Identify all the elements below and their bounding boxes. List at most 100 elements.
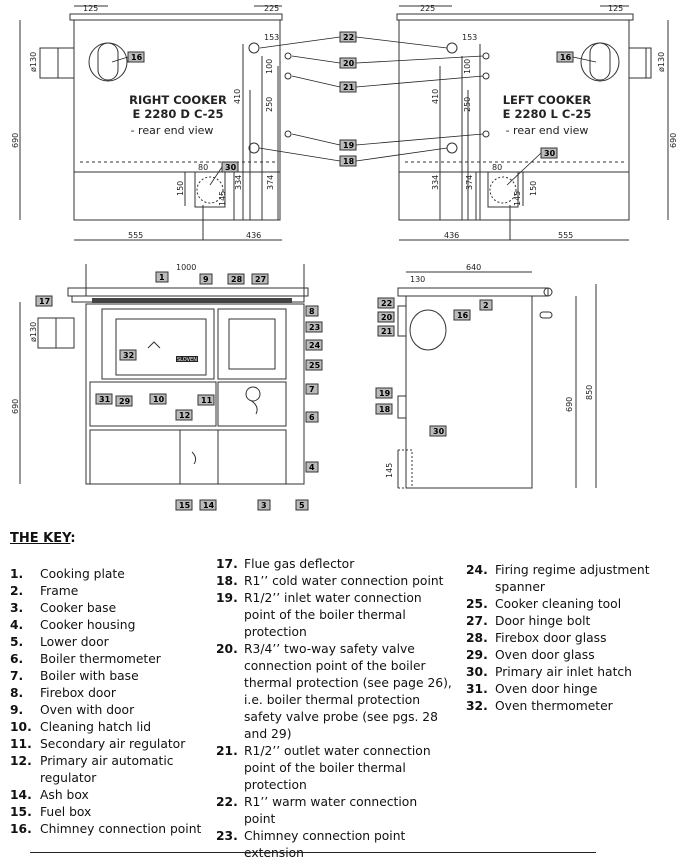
dim-label: 225 <box>420 4 435 13</box>
callout: 17 <box>35 295 53 307</box>
key-item: 27. Door hinge bolt <box>466 613 676 630</box>
key-item-text: Lower door <box>40 635 109 649</box>
callout: 2 <box>479 299 493 311</box>
key-item-text: Cooker housing <box>40 618 136 632</box>
dim-label: 250 <box>265 97 274 112</box>
callout: 12 <box>175 409 193 421</box>
key-item-number: 11. <box>10 737 32 751</box>
key-item: 4.Cooker housing <box>10 617 210 634</box>
dim-label: 125 <box>608 4 623 13</box>
callout: 31 <box>95 393 113 405</box>
key-item-number: 20. <box>216 642 238 656</box>
svg-text:6: 6 <box>309 413 315 422</box>
callout: 30 <box>540 147 558 159</box>
svg-text:7: 7 <box>309 385 315 394</box>
svg-text:12: 12 <box>179 411 190 420</box>
key-item: 14.Ash box <box>10 787 210 804</box>
key-item: 6. Boiler thermometer <box>10 651 210 668</box>
svg-text:21: 21 <box>343 83 355 92</box>
svg-text:15: 15 <box>179 501 191 510</box>
key-item-text: Chimney connection point extension <box>244 829 406 860</box>
dim-label: 374 <box>266 175 275 190</box>
view-model: E 2280 L C-25 <box>503 107 592 121</box>
dim-label: 690 <box>11 399 20 414</box>
side-view-callouts: 2 22 20 21 16 19 18 30 <box>375 297 493 437</box>
key-item: 11.Secondary air regulator <box>10 736 210 753</box>
svg-text:14: 14 <box>203 501 215 510</box>
key-item-text: Oven thermometer <box>495 699 613 713</box>
key-item: 22.R1’’ warm water connection point <box>216 794 452 828</box>
key-item: 1.Cooking plate <box>10 566 210 583</box>
key-item-number: 6. <box>10 652 24 666</box>
svg-text:22: 22 <box>343 33 354 42</box>
callout: 27 <box>251 273 269 285</box>
key-item: 18.R1’’ cold water connection point <box>216 573 452 590</box>
dim-label: 130 <box>410 275 425 284</box>
dim-label: 153 <box>462 33 477 42</box>
key-item-number: 25. <box>466 597 488 611</box>
key-item: 10.Cleaning hatch lid <box>10 719 210 736</box>
dim-label: 850 <box>585 385 594 400</box>
callout: 1 <box>155 271 169 283</box>
bottom-divider <box>30 852 596 853</box>
key-item: 25. Cooker cleaning tool <box>466 596 676 613</box>
callout: 9 <box>199 273 213 285</box>
callout: 21 <box>339 81 357 93</box>
key-item-text: Primary air automatic regulator <box>40 754 174 785</box>
dim-label: 555 <box>558 231 573 240</box>
key-item-number: 7. <box>10 669 24 683</box>
svg-text:20: 20 <box>343 59 355 68</box>
callout: 28 <box>227 273 245 285</box>
key-item-number: 29. <box>466 648 488 662</box>
dim-label: 410 <box>431 89 440 104</box>
key-item-text: Boiler with base <box>40 669 139 683</box>
svg-text:30: 30 <box>225 163 237 172</box>
leaders-right <box>111 36 341 186</box>
view-model: E 2280 D C-25 <box>133 107 224 121</box>
key-item-text: R3/4’’ two-way safety valve connection p… <box>244 642 452 741</box>
dim-label: 100 <box>265 59 274 74</box>
svg-text:31: 31 <box>99 395 111 404</box>
svg-text:8: 8 <box>309 307 315 316</box>
key-item-text: Cooker cleaning tool <box>495 597 622 611</box>
key-item-text: Primary air inlet hatch <box>495 665 632 679</box>
callout: 11 <box>197 394 215 406</box>
callout: 30 <box>429 425 447 437</box>
dim-label: 145 <box>385 463 394 478</box>
dim-label: 690 <box>565 397 574 412</box>
svg-text:25: 25 <box>309 361 321 370</box>
callout: 19 <box>375 387 393 399</box>
svg-text:4: 4 <box>309 463 315 472</box>
key-item-text: Boiler thermometer <box>40 652 161 666</box>
key-item-number: 16. <box>10 822 32 836</box>
dim-label: 374 <box>465 175 474 190</box>
callout: 7 <box>305 383 319 395</box>
callout: 20 <box>339 57 357 69</box>
key-item: 9.Oven with door <box>10 702 210 719</box>
callout: 15 <box>175 499 193 511</box>
key-item-text: Oven door glass <box>495 648 595 662</box>
dim-label: ø130 <box>29 322 38 342</box>
callout: 24 <box>305 339 323 351</box>
technical-drawing: 125 225 153 100 410 250 ø130 690 80 150 … <box>11 4 678 511</box>
svg-text:30: 30 <box>433 427 445 436</box>
view-title: LEFT COOKER <box>503 93 592 107</box>
dim-label: 690 <box>11 133 20 148</box>
key-item: 8.Firebox door <box>10 685 210 702</box>
key-item-number: 27. <box>466 614 488 628</box>
key-item-number: 1. <box>10 567 24 581</box>
callout: 29 <box>115 395 133 407</box>
svg-text:5: 5 <box>299 501 305 510</box>
key-item-number: 10. <box>10 720 32 734</box>
svg-text:21: 21 <box>381 327 393 336</box>
key-item-text: Oven door hinge <box>495 682 598 696</box>
dim-label: 100 <box>463 59 472 74</box>
svg-text:16: 16 <box>560 53 572 62</box>
key-item-text: Fuel box <box>40 805 92 819</box>
key-item: 31.Oven door hinge <box>466 681 676 698</box>
key-item-text: Door hinge bolt <box>495 614 591 628</box>
svg-text:9: 9 <box>203 275 209 284</box>
svg-text:11: 11 <box>201 396 213 405</box>
callout: 32 <box>119 349 137 361</box>
